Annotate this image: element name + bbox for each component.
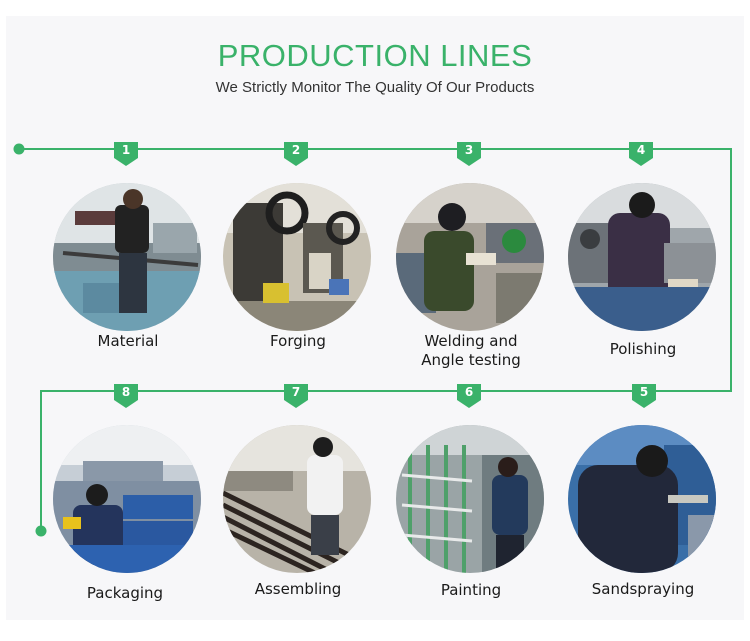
step-badge-4: 4 (628, 141, 654, 167)
step-badge-2: 2 (283, 141, 309, 167)
step-photo-assembling (223, 425, 371, 573)
step-label-sandspraying: Sandspraying (591, 580, 695, 598)
step-photo-forging (223, 183, 371, 331)
step-label-material: Material (97, 332, 159, 350)
step-label-assembling: Assembling (254, 580, 342, 598)
step-photo-packaging (53, 425, 201, 573)
step-label-forging: Forging (270, 332, 326, 350)
step-label-painting: Painting (440, 581, 502, 599)
page-title: PRODUCTION LINES (217, 38, 533, 73)
step-photo-sandspraying (568, 425, 716, 573)
flow-end-dot (35, 525, 47, 537)
step-badge-1: 1 (113, 141, 139, 167)
flow-start-dot (13, 143, 25, 155)
step-photo-polishing (568, 183, 716, 331)
step-badge-3: 3 (456, 141, 482, 167)
step-photo-painting (396, 425, 544, 573)
step-badge-6: 6 (456, 383, 482, 409)
step-badge-5: 5 (631, 383, 657, 409)
step-label-packaging: Packaging (86, 584, 164, 602)
step-label-welding: Welding and Angle testing (421, 332, 521, 369)
step-label-polishing: Polishing (609, 340, 677, 358)
step-badge-8: 8 (113, 383, 139, 409)
step-photo-welding (396, 183, 544, 331)
step-badge-7: 7 (283, 383, 309, 409)
step-photo-material (53, 183, 201, 331)
page-subtitle: We Strictly Monitor The Quality Of Our P… (215, 79, 535, 96)
